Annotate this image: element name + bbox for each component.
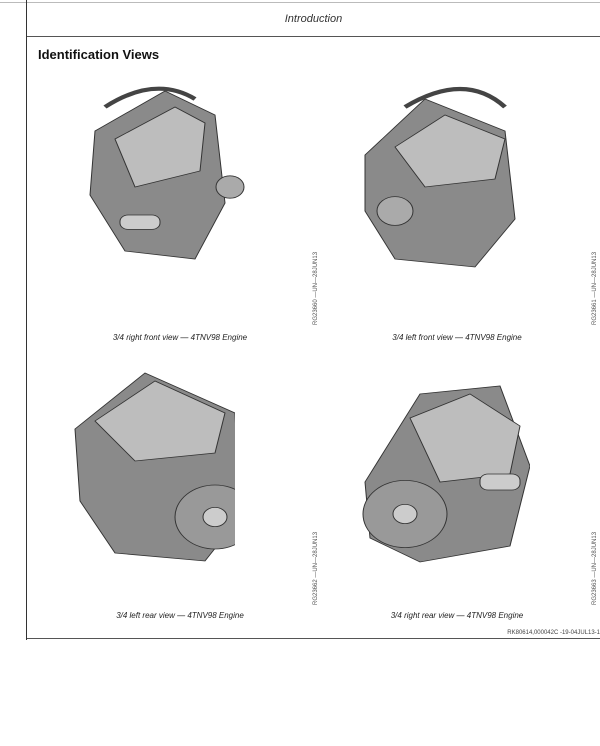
figure-caption: 3/4 right rear view — 4TNV98 Engine (390, 611, 524, 620)
left-border (26, 0, 27, 640)
figure-caption: 3/4 left front view — 4TNV98 Engine (392, 333, 522, 342)
engine-image-left-front (364, 87, 516, 268)
document-reference: RK80614,000042C -19-04JUL13-1 (507, 630, 600, 636)
figure-code: RG23663 —UN—28JUN13 (592, 531, 598, 605)
section-header: Introduction (284, 13, 343, 25)
figure-caption: 3/4 left rear view — 4TNV98 Engine (116, 611, 244, 620)
engine-image-left-rear (74, 372, 235, 562)
engine-image-right-rear (362, 385, 530, 563)
engine-image-right-front (89, 86, 245, 260)
figure-code: RG23662 —UN—28JUN13 (313, 531, 319, 605)
figure-code: RG23660 —UN—28JUN13 (313, 251, 319, 325)
figure-caption: 3/4 right front view — 4TNV98 Engine (112, 333, 248, 342)
figure-code: RG23661 —UN—28JUN13 (592, 251, 598, 325)
header-divider (27, 36, 600, 37)
page-title: Identification Views (38, 47, 160, 62)
top-border (0, 2, 600, 3)
bottom-divider (27, 638, 600, 639)
